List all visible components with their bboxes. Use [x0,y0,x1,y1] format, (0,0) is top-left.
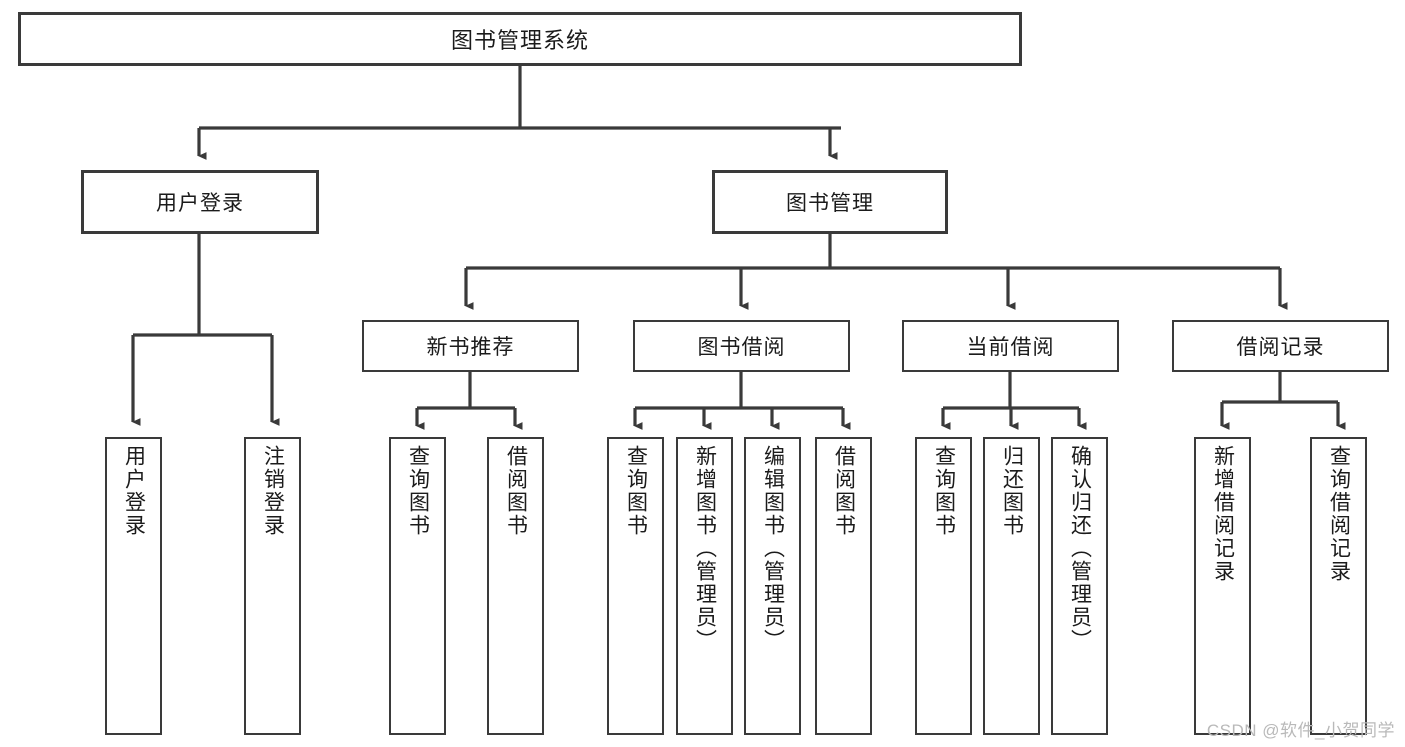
node-book-manage-label: 图书管理 [786,192,874,215]
leaf-user-logout[interactable]: 注销登录 [244,437,301,735]
node-root-system-label: 图书管理系统 [450,28,589,53]
leaf-recommend-borrow-book[interactable]: 借阅图书 [487,437,544,735]
leaf-borrow-add-book-admin[interactable]: 新增图书（管理员） [676,437,733,735]
leaf-record-add[interactable]: 新增借阅记录 [1194,437,1251,735]
leaf-user-login-label: 用户登录 [122,445,146,537]
leaf-current-return-book-label: 归还图书 [1000,445,1024,537]
leaf-borrow-edit-book-admin-label: 编辑图书（管理员） [761,445,785,652]
leaf-borrow-add-book-admin-label: 新增图书（管理员） [693,445,717,652]
node-new-book-recommend-label: 新书推荐 [426,336,515,359]
node-current-borrow[interactable]: 当前借阅 [902,320,1119,372]
leaf-record-search-label: 查询借阅记录 [1327,445,1351,583]
leaf-record-add-label: 新增借阅记录 [1211,445,1235,583]
leaf-borrow-query-book[interactable]: 查询图书 [607,437,664,735]
node-root-system[interactable]: 图书管理系统 [18,12,1022,66]
leaf-current-return-book[interactable]: 归还图书 [983,437,1040,735]
leaf-borrow-lend-book[interactable]: 借阅图书 [815,437,872,735]
node-user-login-label: 用户登录 [156,192,244,215]
node-current-borrow-label: 当前借阅 [966,336,1055,359]
leaf-recommend-query-book[interactable]: 查询图书 [389,437,446,735]
leaf-borrow-lend-book-label: 借阅图书 [832,445,856,537]
leaf-borrow-query-book-label: 查询图书 [624,445,648,537]
node-book-borrow[interactable]: 图书借阅 [633,320,850,372]
node-book-manage[interactable]: 图书管理 [712,170,948,234]
leaf-user-login[interactable]: 用户登录 [105,437,162,735]
leaf-current-query-book[interactable]: 查询图书 [915,437,972,735]
node-user-login[interactable]: 用户登录 [81,170,319,234]
leaf-current-confirm-return-admin[interactable]: 确认归还（管理员） [1051,437,1108,735]
leaf-user-logout-label: 注销登录 [261,445,285,537]
node-new-book-recommend[interactable]: 新书推荐 [362,320,579,372]
leaf-borrow-edit-book-admin[interactable]: 编辑图书（管理员） [744,437,801,735]
node-borrow-record[interactable]: 借阅记录 [1172,320,1389,372]
leaf-record-search[interactable]: 查询借阅记录 [1310,437,1367,735]
leaf-recommend-borrow-book-label: 借阅图书 [504,445,528,537]
node-book-borrow-label: 图书借阅 [697,336,786,359]
leaf-current-query-book-label: 查询图书 [932,445,956,537]
leaf-current-confirm-return-admin-label: 确认归还（管理员） [1068,445,1092,652]
leaf-recommend-query-book-label: 查询图书 [406,445,430,537]
node-borrow-record-label: 借阅记录 [1236,336,1325,359]
